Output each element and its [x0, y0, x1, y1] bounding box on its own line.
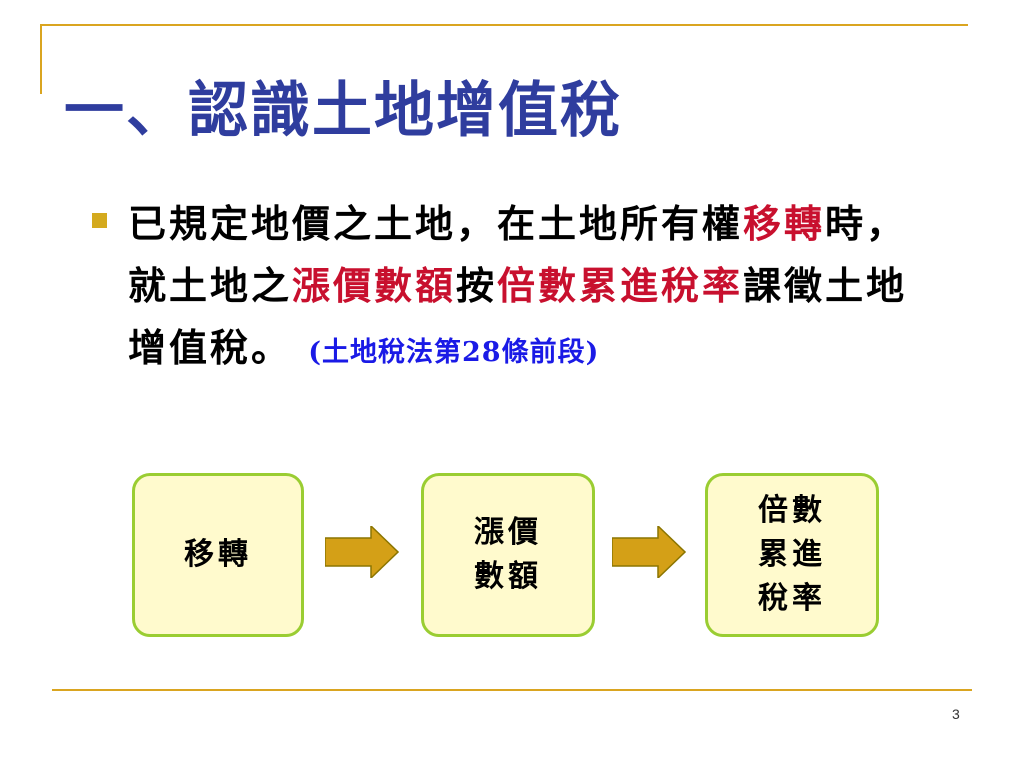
bullet-paragraph: 已規定地價之土地，在土地所有權移轉時，就土地之漲價數額按倍數累進稅率課徵土地增值… — [128, 193, 948, 379]
flow-box-rate-line1: 倍數 — [758, 493, 826, 528]
flow-box-transfer: 移轉 — [132, 473, 304, 637]
flow-box-transfer-label: 移轉 — [184, 537, 252, 572]
flow-box-progressive-rate-text: 倍數 累進 稅率 — [758, 489, 826, 621]
bullet-highlight-rate: 倍數累進稅率 — [497, 263, 744, 308]
law-reference: (土地稅法第28條前段) — [308, 337, 600, 368]
slide-title: 一、認識土地增值稅 — [64, 76, 622, 146]
bullet-text-1: 已規定地價之土地，在土地所有權 — [128, 201, 744, 246]
flow-box-progressive-rate: 倍數 累進 稅率 — [705, 473, 879, 637]
bullet-square-icon — [92, 213, 107, 228]
right-arrow-icon — [612, 526, 686, 578]
bullet-text-4: 課徵土地增值稅。 — [128, 263, 908, 370]
flow-box-rate-line2: 累進 — [758, 537, 826, 572]
page-number: 3 — [952, 706, 960, 722]
bullet-text-3: 按 — [456, 263, 498, 308]
bullet-text-2: 時，就土地之 — [128, 201, 908, 308]
flow-box-increase-amount: 漲價 數額 — [421, 473, 595, 637]
flow-box-increase-line1: 漲價 — [474, 515, 542, 550]
bullet-highlight-amount: 漲價數額 — [292, 263, 457, 308]
left-rule — [40, 24, 42, 94]
flow-box-increase-amount-text: 漲價 數額 — [474, 511, 542, 599]
right-arrow-icon — [325, 526, 399, 578]
bullet-highlight-transfer: 移轉 — [743, 201, 826, 246]
flow-box-increase-line2: 數額 — [474, 559, 542, 594]
bottom-rule — [52, 689, 972, 691]
top-rule — [40, 24, 968, 26]
flow-box-rate-line3: 稅率 — [758, 581, 826, 616]
